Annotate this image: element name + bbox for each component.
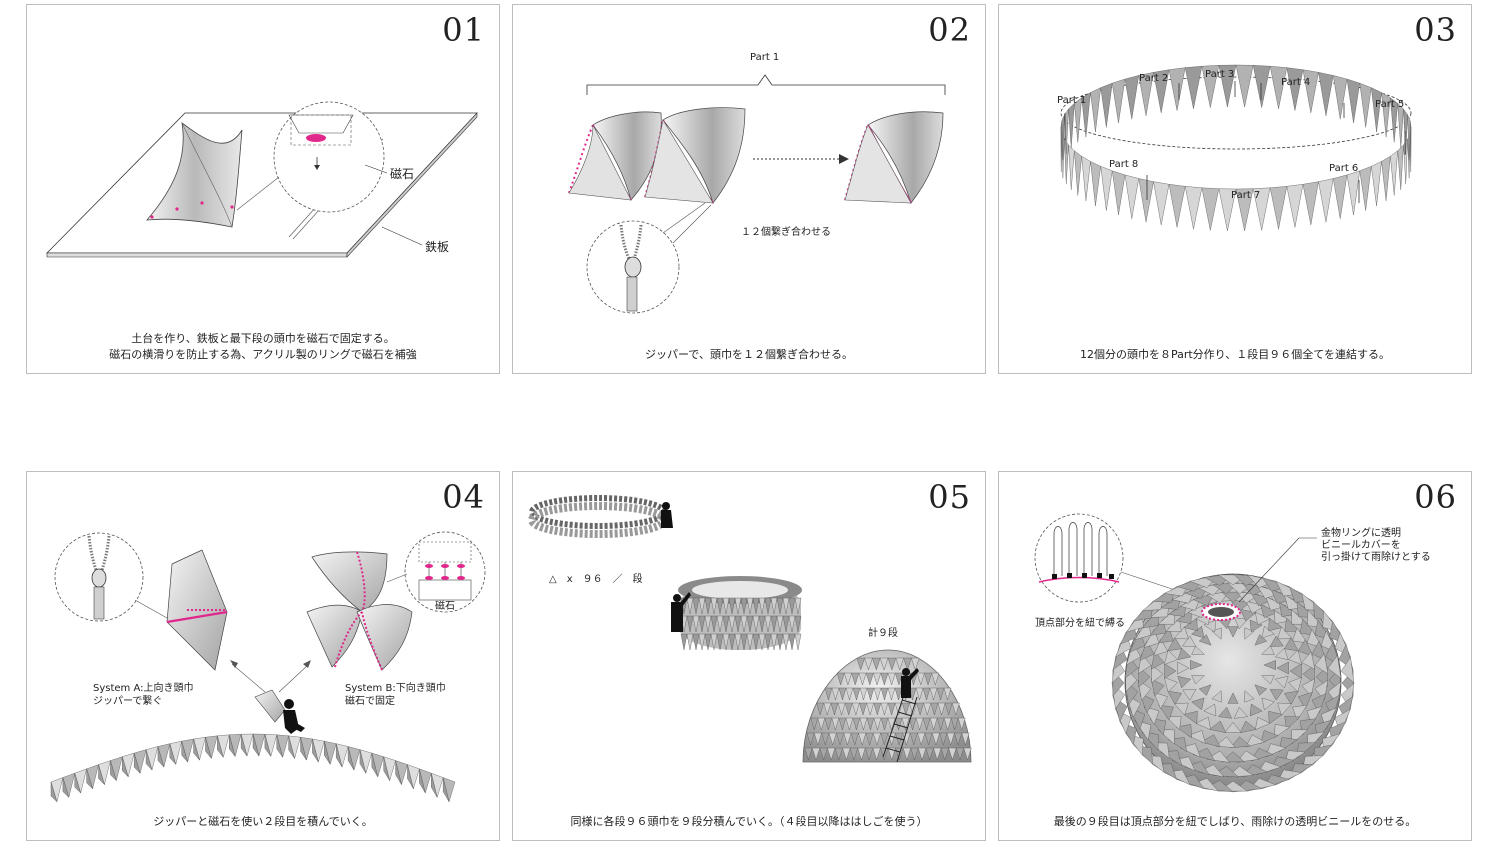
panel-number: 04 <box>442 478 485 516</box>
label-total-rows: 計９段 <box>868 628 898 639</box>
caption-line: 12個分の頭巾を８Part分作り、１段目９６個全てを連結する。 <box>1079 348 1391 361</box>
panel-03-caption: 12個分の頭巾を８Part分作り、１段目９６個全てを連結する。 <box>999 347 1471 363</box>
part-brace <box>586 74 946 95</box>
label-part-6: Part 6 <box>1329 163 1359 174</box>
label-vinyl-cover: 金物リングに透明 ビニールカバーを 引っ掛けて雨除けとする <box>1321 528 1431 563</box>
panel-03-illustration <box>1060 64 1412 231</box>
panel-03: 03 Part 1 Part 2 Part 3 Part 4 Part 5 Pa… <box>998 4 1472 374</box>
caption-line: ジッパーと磁石を使い２段目を積んでいく。 <box>153 815 373 828</box>
caption-line: 土台を作り、鉄板と最下段の頭巾を磁石で固定する。 <box>131 332 395 345</box>
label-part-8: Part 8 <box>1109 159 1139 170</box>
label-per-row: △ x ９６ ／ 段 <box>549 574 643 585</box>
magnet-detail-circle <box>273 101 385 213</box>
panel-02-caption: ジッパーで、頭巾を１２個繋ぎ合わせる。 <box>513 347 985 363</box>
panel-04: 04 <box>26 471 500 841</box>
panel-number: 05 <box>928 478 971 516</box>
label-part-7: Part 7 <box>1231 190 1261 201</box>
label-part-2: Part 2 <box>1139 73 1169 84</box>
label-part-4: Part 4 <box>1281 77 1311 88</box>
caption-line: ジッパーで、頭巾を１２個繋ぎ合わせる。 <box>645 348 853 361</box>
panel-02: 02 Part 1 １２個繋ぎ合わ <box>512 4 986 374</box>
label-system-a: System A:上向き頭巾 ジッパーで繋ぐ <box>93 683 194 707</box>
magnet-shape <box>306 134 326 142</box>
panel-05-caption: 同様に各段９６頭巾を９段分積んでいく。（４段目以降ははしごを使う） <box>513 814 985 830</box>
panel-05-illustration <box>528 495 972 763</box>
panel-04-illustration <box>50 531 486 803</box>
apex-detail-circle <box>1034 513 1124 603</box>
panel-01-caption: 土台を作り、鉄板と最下段の頭巾を磁石で固定する。 磁石の横滑りを防止する為、アク… <box>27 331 499 363</box>
panel-number: 03 <box>1414 11 1457 49</box>
panel-number: 02 <box>928 11 971 49</box>
panel-02-illustration <box>568 74 946 314</box>
label-tie-apex: 頂点部分を紐で縛る <box>1035 618 1125 629</box>
person-silhouette <box>671 592 691 632</box>
arch-of-hoods <box>50 733 456 803</box>
label-system-b: System B:下向き頭巾 磁石で固定 <box>345 683 446 707</box>
panel-number: 01 <box>442 11 485 49</box>
panel-06-caption: 最後の９段目は頂点部分を紐でしばり、雨除けの透明ビニールをのせる。 <box>999 814 1471 830</box>
person-silhouette <box>283 699 305 734</box>
panel-number: 06 <box>1414 478 1457 516</box>
label-magnet: 磁石 <box>435 601 455 612</box>
caption-line: 磁石の横滑りを防止する為、アクリル製のリングで磁石を補強 <box>109 348 417 361</box>
label-magnet: 磁石 <box>390 167 415 181</box>
panel-06-illustration <box>1034 513 1355 793</box>
label-iron-plate: 鉄板 <box>425 240 450 254</box>
panel-01: 01 磁石 鉄板 土台を作り、鉄板と最下段の頭巾を磁石で固定する。 磁石の横滑り… <box>26 4 500 374</box>
label-part-1: Part 1 <box>750 52 780 63</box>
ladder-shape <box>882 691 918 763</box>
caption-line: 同様に各段９６頭巾を９段分積んでいく。（４段目以降ははしごを使う） <box>570 815 928 828</box>
label-connect-12: １２個繋ぎ合わせる <box>741 227 831 238</box>
panel-06: 06 金物リングに透明 ビニールカバーを 引っ掛けて雨除けとする <box>998 471 1472 841</box>
panel-04-caption: ジッパーと磁石を使い２段目を積んでいく。 <box>27 814 499 830</box>
panel-01-illustration <box>46 101 478 258</box>
person-silhouette <box>901 668 919 698</box>
zipper-slider-shape <box>624 256 642 278</box>
label-part-5: Part 5 <box>1375 99 1405 110</box>
hood-shape <box>146 122 243 228</box>
person-silhouette <box>661 502 673 528</box>
ring-of-hoods <box>1060 64 1412 231</box>
caption-line: 最後の９段目は頂点部分を紐でしばり、雨除けの透明ビニールをのせる。 <box>1053 815 1417 828</box>
label-part-3: Part 3 <box>1205 69 1235 80</box>
panel-05: 05 <box>512 471 986 841</box>
label-part-1: Part 1 <box>1057 95 1087 106</box>
stacked-rings <box>680 597 802 651</box>
